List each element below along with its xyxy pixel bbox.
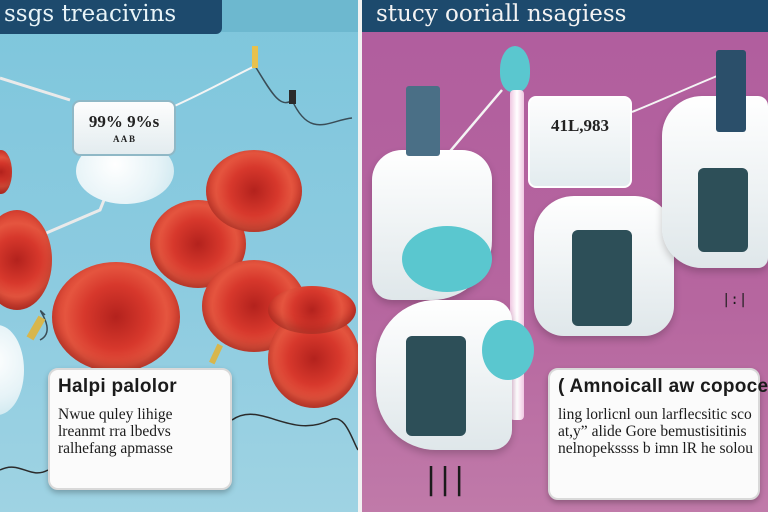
left-card-title: Halpi palolor bbox=[58, 376, 177, 397]
right-info-card: ( Amnoicall aw copoce ling lorlicnl oun … bbox=[548, 368, 768, 500]
red-blood-cell bbox=[268, 286, 356, 334]
device-cap bbox=[716, 50, 746, 132]
left-device-unit: A A B bbox=[112, 134, 135, 144]
left-device-reading: 99% 9%s bbox=[88, 112, 160, 131]
left-header-tab bbox=[0, 0, 222, 34]
right-header-bar bbox=[362, 0, 768, 32]
device-cap bbox=[406, 86, 440, 156]
red-blood-cell bbox=[52, 262, 180, 372]
right-card-line: at,y” alide Gore bemustisitinis bbox=[558, 423, 747, 440]
panel-divider bbox=[358, 0, 362, 512]
device-slot bbox=[698, 168, 748, 252]
right-card-title: ( Amnoicall aw copoce bbox=[558, 376, 768, 397]
device-slot bbox=[572, 230, 632, 326]
left-card-line: ralhefang apmasse bbox=[58, 440, 173, 457]
device-slot bbox=[406, 336, 466, 436]
bottom-tick-mark: ||| bbox=[422, 462, 468, 497]
red-blood-cell bbox=[206, 150, 302, 232]
side-tick-mark: |:| bbox=[722, 292, 748, 308]
right-card-line: nelnopekssss b imn lR he solou bbox=[558, 440, 754, 457]
right-device-display: 41L,983 bbox=[528, 96, 632, 188]
right-panel: stucy ooriall nsagiess 41L,983 |:| ||| (… bbox=[362, 0, 768, 512]
left-card-line: Nwue quley lihige bbox=[58, 406, 173, 423]
red-blood-cell bbox=[0, 150, 12, 194]
right-card-line: ling lorlicnl oun larflecsitic sco bbox=[558, 406, 752, 423]
left-panel: ssgs treacivins 99% 9%s A A B Halpi palo… bbox=[0, 0, 358, 512]
right-panel-title: stucy ooriall nsagiess bbox=[376, 1, 627, 27]
teal-accent bbox=[402, 226, 492, 292]
right-device-reading: 41L,983 bbox=[550, 116, 610, 135]
left-panel-title: ssgs treacivins bbox=[4, 1, 177, 27]
left-device-display: 99% 9%s A A B bbox=[72, 100, 176, 156]
dropper-tip bbox=[500, 46, 530, 92]
teal-accent bbox=[482, 320, 534, 380]
right-wires bbox=[445, 73, 723, 157]
left-card-line: lreanmt rra lbedvs bbox=[58, 423, 171, 440]
left-info-card: Halpi palolor Nwue quley lihige lreanmt … bbox=[48, 368, 232, 490]
